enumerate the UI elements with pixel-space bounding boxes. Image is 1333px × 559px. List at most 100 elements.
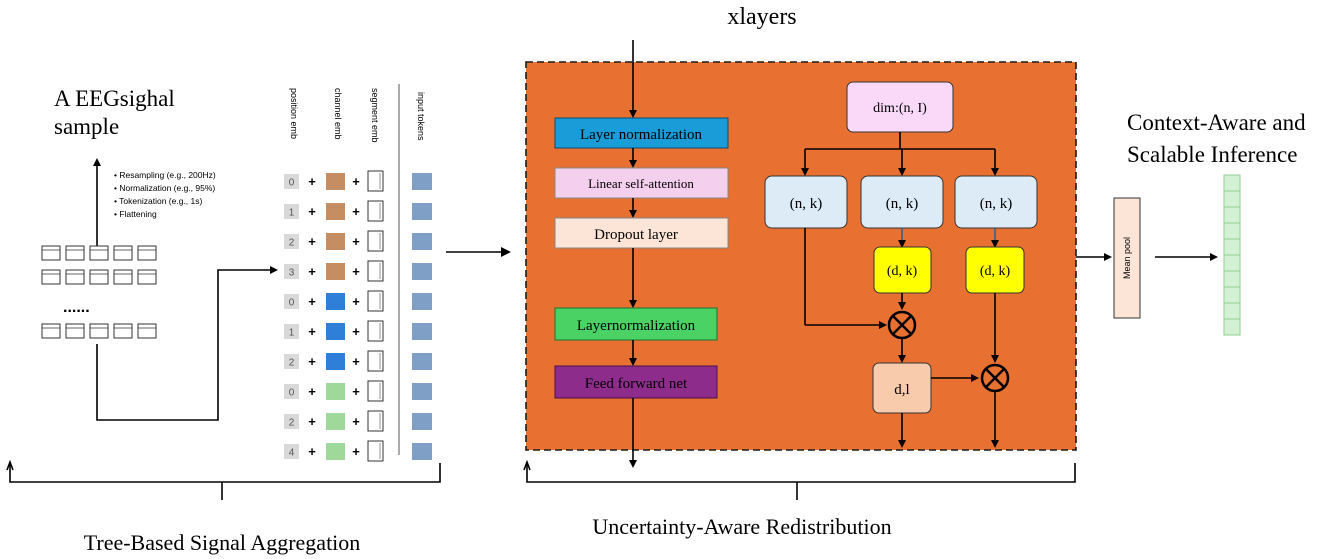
channel-emb-cell bbox=[326, 413, 345, 430]
plus-sign: + bbox=[308, 444, 316, 459]
channel-emb-cell bbox=[326, 443, 345, 460]
tree-based-aggregation-label: Tree-Based Signal Aggregation bbox=[84, 530, 361, 555]
channel-emb-cell bbox=[326, 293, 345, 310]
plus-sign: + bbox=[352, 204, 360, 219]
segment-emb-cell bbox=[367, 350, 384, 372]
segment-emb-cell bbox=[367, 170, 384, 192]
position-emb-value: 2 bbox=[289, 358, 295, 369]
output-vector-cell bbox=[1223, 254, 1241, 272]
segment-emb-cell bbox=[367, 380, 384, 402]
signal-window-icon bbox=[137, 323, 157, 339]
input-token-cell bbox=[412, 443, 432, 460]
plus-sign: + bbox=[308, 354, 316, 369]
embedding-row: 0++ bbox=[284, 380, 432, 402]
header-segment-emb: segment emb bbox=[370, 88, 380, 143]
position-emb-cell bbox=[284, 264, 299, 279]
signal-window-icon bbox=[113, 245, 133, 261]
plus-sign: + bbox=[352, 414, 360, 429]
position-emb-cell bbox=[284, 234, 299, 249]
input-token-cell bbox=[412, 203, 432, 220]
input-token-cell bbox=[412, 413, 432, 430]
layer-normalization-box bbox=[554, 117, 729, 149]
position-emb-value: 0 bbox=[289, 298, 295, 309]
linear-self-attention-box bbox=[554, 167, 729, 199]
position-emb-cell bbox=[284, 204, 299, 219]
plus-sign: + bbox=[308, 294, 316, 309]
position-emb-cell bbox=[284, 324, 299, 339]
signal-window-icon bbox=[113, 269, 133, 285]
header-channel-emb: channel emb bbox=[333, 88, 343, 140]
plus-sign: + bbox=[352, 264, 360, 279]
embedding-row: 1++ bbox=[284, 320, 432, 342]
inference-section: Context-Aware and Scalable Inference Mea… bbox=[1076, 110, 1306, 336]
feed-forward-net-label: Feed forward net bbox=[585, 376, 688, 392]
nk-box-1-label: (n, k) bbox=[790, 196, 823, 212]
bullet-normalization: • Normalization (e.g., 95%) bbox=[114, 183, 215, 193]
input-token-cell bbox=[412, 173, 432, 190]
plus-sign: + bbox=[352, 354, 360, 369]
signal-window-icon bbox=[41, 269, 61, 285]
segment-emb-cell bbox=[367, 230, 384, 252]
left-section-bracket bbox=[9, 463, 441, 483]
input-token-cell bbox=[412, 323, 432, 340]
context-aware-title-line2: Scalable Inference bbox=[1127, 142, 1297, 167]
linear-self-attention-label: Linear self-attention bbox=[588, 176, 694, 191]
nk-box-3 bbox=[954, 175, 1038, 229]
plus-sign: + bbox=[352, 384, 360, 399]
nk-box-2-label: (n, k) bbox=[886, 196, 919, 212]
signal-window-icon bbox=[89, 269, 109, 285]
position-emb-value: 4 bbox=[289, 448, 295, 459]
output-vector-cell bbox=[1223, 222, 1241, 240]
segment-emb-cell bbox=[367, 200, 384, 222]
xlayers-label: xlayers bbox=[727, 4, 796, 30]
header-input-tokens: input tokens bbox=[416, 92, 426, 141]
input-token-cell bbox=[412, 263, 432, 280]
dim-box-label: dim:(n, I) bbox=[873, 101, 927, 116]
eeg-sample-title-line1: A EEGsighal bbox=[54, 86, 175, 111]
middle-section-bracket bbox=[526, 463, 1076, 483]
embedding-row: 0 + + bbox=[284, 290, 432, 312]
position-emb-value: 3 bbox=[289, 268, 295, 279]
bullet-flattening: • Flattening bbox=[114, 209, 157, 219]
mean-pool-label: Mean pool bbox=[1122, 237, 1132, 279]
eeg-sample-section: A EEGsighal sample • Resampling (e.g., 2… bbox=[6, 84, 441, 555]
dropout-layer-box bbox=[554, 217, 729, 249]
segment-emb-cell bbox=[367, 440, 384, 462]
output-vector-cell bbox=[1223, 286, 1241, 304]
channel-emb-cell bbox=[326, 173, 345, 190]
signal-window-icon bbox=[89, 245, 109, 261]
embedding-row: 3++ bbox=[284, 260, 432, 282]
feed-forward-net-box bbox=[554, 365, 718, 399]
eeg-signal-grid bbox=[41, 245, 157, 339]
eeg-sample-title-line2: sample bbox=[54, 114, 119, 139]
signal-ellipsis: ...... bbox=[63, 299, 90, 316]
signal-window-icon bbox=[137, 245, 157, 261]
signal-window-icon bbox=[65, 269, 85, 285]
signal-window-icon bbox=[65, 323, 85, 339]
output-vector-cell bbox=[1223, 206, 1241, 224]
plus-sign: + bbox=[308, 414, 316, 429]
signal-window-icon bbox=[65, 245, 85, 261]
channel-emb-cell bbox=[326, 383, 345, 400]
embedding-row: 4++ bbox=[284, 440, 432, 462]
bullet-tokenization: • Tokenization (e.g., 1s) bbox=[114, 196, 203, 206]
signal-window-icon bbox=[41, 245, 61, 261]
position-emb-value: 1 bbox=[289, 208, 295, 219]
output-vector-cell bbox=[1223, 302, 1241, 320]
signal-window-icon bbox=[137, 269, 157, 285]
context-aware-title-line1: Context-Aware and bbox=[1127, 110, 1306, 135]
plus-sign: + bbox=[308, 174, 316, 189]
transformer-panel: Layer normalization Linear self-attentio… bbox=[525, 40, 1077, 468]
left-bracket-arrowhead bbox=[6, 459, 14, 471]
embedding-row: 2++ bbox=[284, 230, 432, 252]
embedding-row: 2 + + bbox=[284, 350, 432, 372]
input-token-cell bbox=[412, 383, 432, 400]
plus-sign: + bbox=[352, 294, 360, 309]
plus-sign: + bbox=[352, 174, 360, 189]
position-emb-cell bbox=[284, 354, 299, 369]
channel-emb-cell bbox=[326, 323, 345, 340]
uncertainty-aware-label: Uncertainty-Aware Redistribution bbox=[592, 514, 891, 539]
dk-box-1-label: (d, k) bbox=[887, 264, 918, 279]
segment-emb-cell bbox=[367, 410, 384, 432]
